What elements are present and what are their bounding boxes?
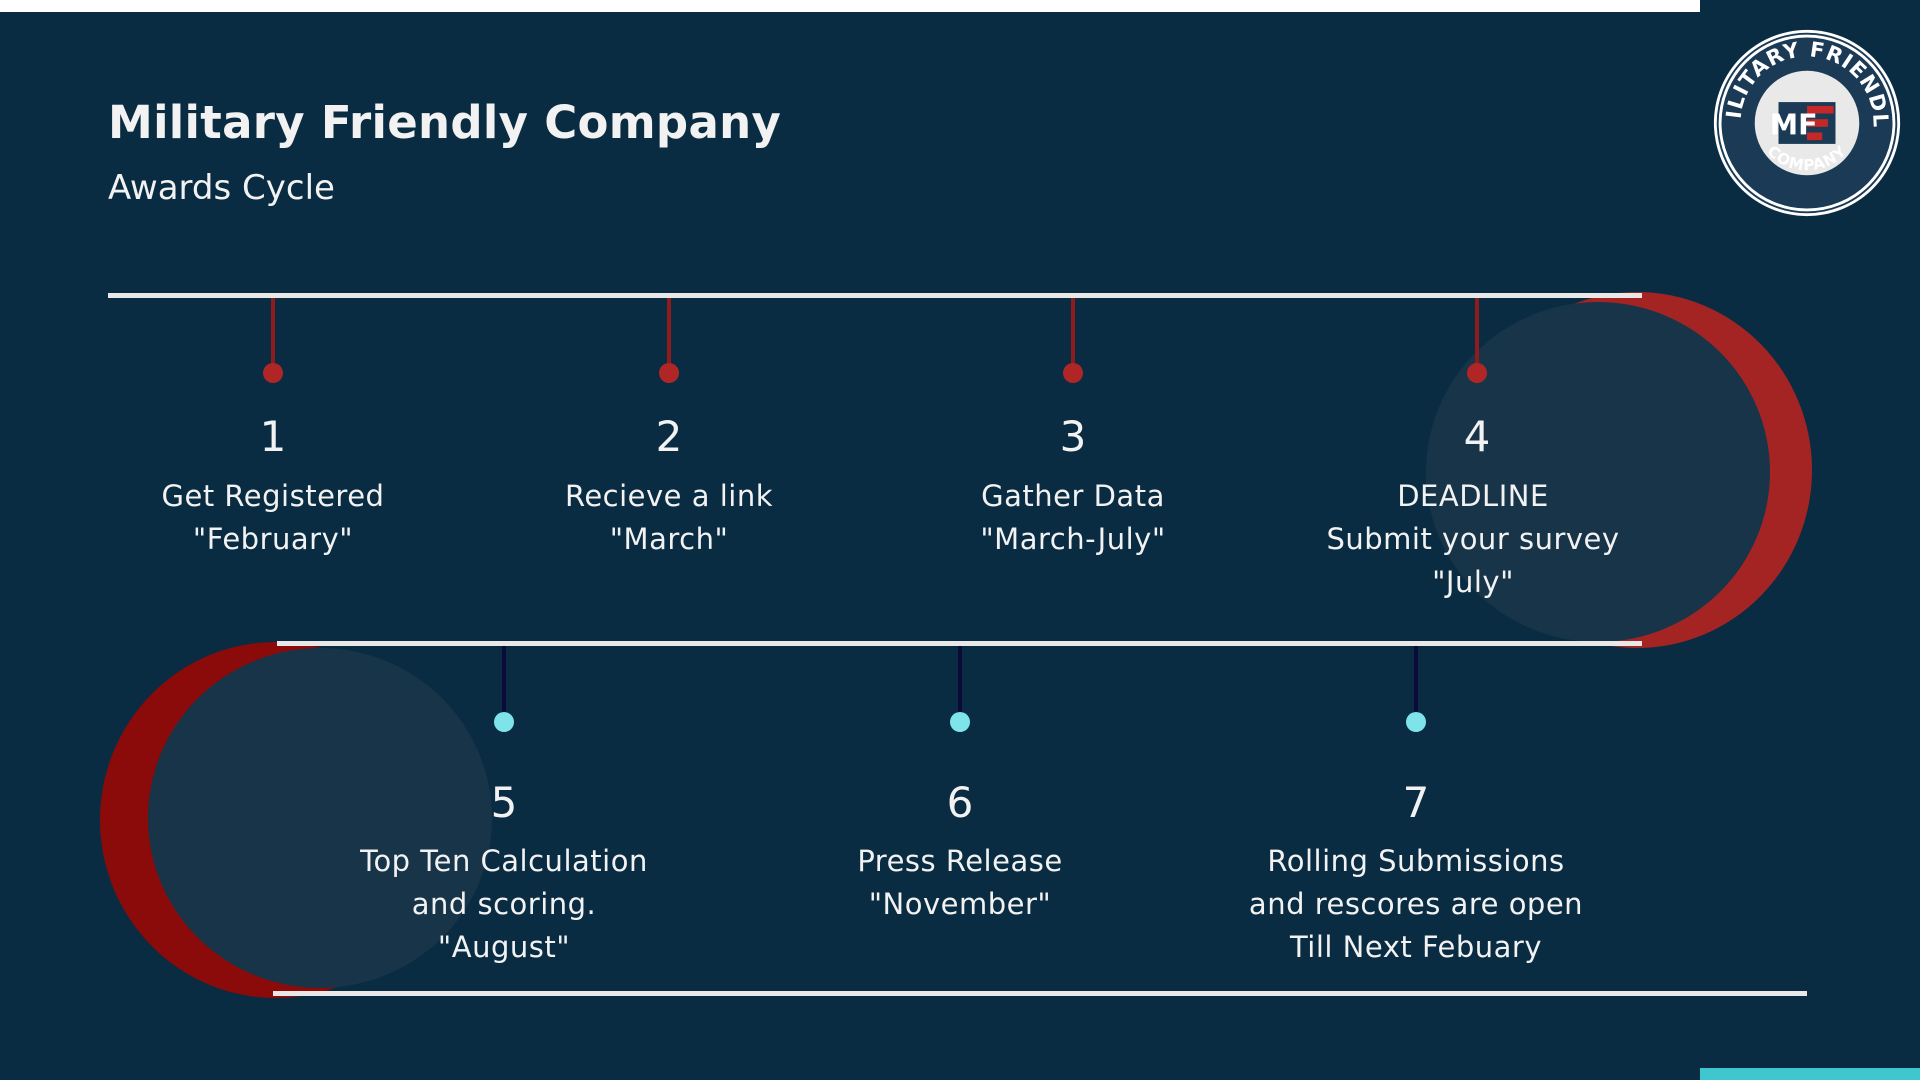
step-5-line-1: Top Ten Calculation — [360, 844, 648, 878]
step-4-label: DEADLINE Submit your survey "July" — [1273, 475, 1673, 604]
step-4-line-2: Submit your survey — [1326, 522, 1620, 556]
step-4-number: 4 — [1463, 412, 1491, 461]
step-3-marker — [1063, 363, 1083, 383]
step-3-connector — [1071, 298, 1075, 368]
top-accent-bar — [0, 0, 1700, 12]
step-1-line-1: Get Registered — [161, 479, 385, 513]
step-2-marker — [659, 363, 679, 383]
step-5-label: Top Ten Calculation and scoring. "August… — [304, 840, 704, 969]
step-3-line-2: "March-July" — [980, 522, 1166, 556]
step-1-marker — [263, 363, 283, 383]
step-6-line-2: "November" — [868, 887, 1052, 921]
step-2-line-2: "March" — [609, 522, 729, 556]
step-2-line-1: Recieve a link — [564, 479, 774, 513]
logo-mark: MF — [1770, 108, 1818, 141]
step-1-connector — [271, 298, 275, 368]
step-1-label: Get Registered "February" — [73, 475, 473, 561]
bottom-rail — [273, 991, 1807, 996]
step-3-number: 3 — [1059, 412, 1087, 461]
step-5-line-3: "August" — [437, 930, 571, 964]
step-4-line-1: DEADLINE — [1397, 479, 1549, 513]
step-5-line-2: and scoring. — [411, 887, 597, 921]
step-7-label: Rolling Submissions and rescores are ope… — [1216, 840, 1616, 969]
right-disc — [1426, 302, 1770, 642]
step-5-connector — [502, 646, 506, 716]
page-title: Military Friendly Company — [108, 96, 782, 149]
step-1-number: 1 — [259, 412, 287, 461]
step-7-marker — [1406, 712, 1426, 732]
step-6-connector — [958, 646, 962, 716]
step-2-connector — [667, 298, 671, 368]
step-3-label: Gather Data "March-July" — [873, 475, 1273, 561]
bottom-accent-bar — [1700, 1068, 1920, 1080]
middle-rail — [277, 641, 1642, 646]
step-7-line-3: Till Next Febuary — [1289, 930, 1543, 964]
step-2-number: 2 — [655, 412, 683, 461]
step-2-label: Recieve a link "March" — [469, 475, 869, 561]
step-6-marker — [950, 712, 970, 732]
step-6-number: 6 — [946, 778, 974, 827]
step-4-marker — [1467, 363, 1487, 383]
step-1-line-2: "February" — [192, 522, 354, 556]
step-7-line-2: and rescores are open — [1248, 887, 1584, 921]
top-rail — [108, 293, 1642, 298]
step-7-line-1: Rolling Submissions — [1267, 844, 1565, 878]
step-6-line-1: Press Release — [857, 844, 1063, 878]
step-4-line-3: "July" — [1432, 565, 1514, 599]
military-friendly-logo: MILITARY FRIENDLY COMPANY MF — [1712, 28, 1901, 217]
step-6-label: Press Release "November" — [760, 840, 1160, 926]
step-5-marker — [494, 712, 514, 732]
left-disc — [148, 648, 492, 988]
step-7-connector — [1414, 646, 1418, 716]
step-3-line-1: Gather Data — [981, 479, 1165, 513]
step-5-number: 5 — [490, 778, 518, 827]
step-4-connector — [1475, 298, 1479, 368]
step-7-number: 7 — [1402, 778, 1430, 827]
page-subtitle: Awards Cycle — [108, 168, 335, 208]
